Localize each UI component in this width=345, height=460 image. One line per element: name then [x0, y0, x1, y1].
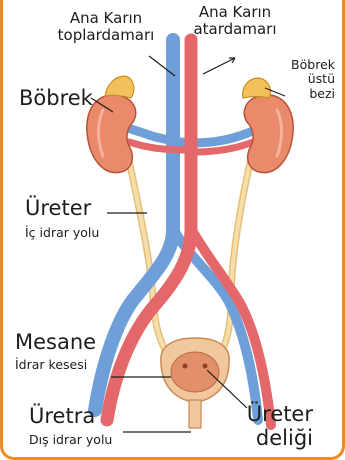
pointer-artery [203, 58, 235, 74]
ureter-opening-label: Üreter deliği [233, 402, 313, 450]
ureter-label-text: Üreter [25, 196, 91, 220]
left-kidney [87, 95, 136, 173]
kidney-label: Böbrek [19, 86, 93, 110]
urethra-label: Üretra [29, 404, 95, 428]
ureter-opening-left [183, 364, 188, 369]
artery-label-text: Ana Karın atardamarı [193, 3, 276, 38]
kidney-label-text: Böbrek [19, 86, 93, 110]
left-renal-vein [127, 128, 171, 140]
vein-label-text: Ana Karın toplardamarı [58, 9, 155, 44]
urethra-sub-label-text: Dış idrar yolu [29, 432, 112, 447]
artery-label: Ana Karın atardamarı [179, 4, 291, 39]
ureter-label: Üreter [25, 196, 91, 220]
ureter-opening-right [203, 364, 208, 369]
adrenal-label: Böbrek üstü bezi [269, 58, 335, 101]
ureter-opening-label-text: Üreter deliği [247, 402, 313, 450]
urethra-sub-label: Dış idrar yolu [29, 433, 112, 447]
adrenal-label-text: Böbrek üstü bezi [291, 57, 335, 101]
ureter-sub-label: İç idrar yolu [25, 226, 99, 240]
bladder-label-text: Mesane [15, 330, 96, 354]
urethra-label-text: Üretra [29, 404, 95, 428]
bladder-sub-label: İdrar kesesi [15, 358, 87, 372]
left-adrenal-gland [105, 76, 134, 98]
bladder-label: Mesane [15, 330, 96, 354]
vein-label: Ana Karın toplardamarı [41, 10, 171, 45]
bladder-sub-label-text: İdrar kesesi [15, 357, 87, 372]
ureter-sub-label-text: İç idrar yolu [25, 225, 99, 240]
bladder-interior [171, 352, 219, 392]
urethra [189, 400, 201, 428]
